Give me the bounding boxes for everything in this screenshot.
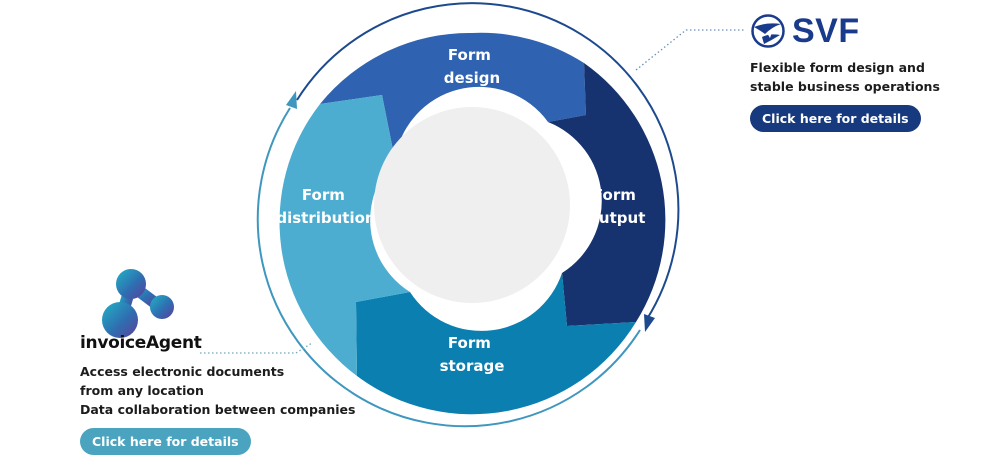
label-form-storage-line2: storage bbox=[440, 357, 505, 375]
svf-details-button[interactable]: Click here for details bbox=[750, 105, 921, 132]
segment-form-distribution[interactable] bbox=[279, 95, 410, 376]
segment-form-output[interactable] bbox=[548, 63, 666, 326]
label-form-design-line1: Form bbox=[448, 46, 491, 64]
invoiceagent-description-line2: from any location bbox=[80, 383, 204, 398]
connector-svf bbox=[635, 29, 744, 71]
svf-description-line1: Flexible form design and bbox=[750, 60, 925, 75]
cycle-arrow-bottom-left bbox=[256, 107, 641, 428]
svf-logo: SVF bbox=[750, 12, 980, 50]
invoiceagent-description-line1: Access electronic documents bbox=[80, 364, 285, 379]
svf-callout: SVF Flexible form design and stable busi… bbox=[750, 12, 980, 132]
connector-invoiceagent bbox=[200, 342, 313, 354]
invoiceagent-wordmark: invoiceAgent bbox=[80, 333, 202, 353]
svf-description: Flexible form design and stable business… bbox=[750, 58, 980, 96]
segment-form-storage[interactable] bbox=[356, 273, 636, 415]
segment-form-design[interactable] bbox=[320, 32, 586, 160]
invoiceagent-details-button[interactable]: Click here for details bbox=[80, 428, 251, 455]
label-form-output: Form output bbox=[589, 186, 646, 227]
label-form-distribution-line2: distribution bbox=[276, 209, 375, 227]
svf-wordmark: SVF bbox=[792, 12, 860, 50]
label-form-design-line2: design bbox=[444, 69, 500, 87]
svf-globe-icon bbox=[751, 14, 785, 48]
invoiceagent-description: Access electronic documents from any loc… bbox=[80, 362, 380, 419]
center-hub bbox=[374, 107, 570, 303]
label-form-design: Form design bbox=[444, 46, 500, 87]
cycle-arrow-top-right bbox=[296, 2, 680, 320]
label-form-distribution-line1: Form bbox=[302, 186, 345, 204]
label-form-storage-line1: Form bbox=[448, 334, 491, 352]
svf-description-line2: stable business operations bbox=[750, 79, 940, 94]
invoiceagent-description-line3: Data collaboration between companies bbox=[80, 402, 356, 417]
label-form-distribution: Form distribution bbox=[276, 186, 375, 227]
label-form-output-line2: output bbox=[589, 209, 646, 227]
label-form-output-line1: Form bbox=[593, 186, 636, 204]
cycle-arrowhead-right bbox=[644, 314, 655, 332]
invoiceagent-logo-spacer bbox=[80, 262, 380, 332]
invoiceagent-logo-icon bbox=[102, 269, 174, 338]
cycle-arrowhead-left bbox=[286, 91, 297, 109]
label-form-storage: Form storage bbox=[440, 334, 505, 375]
invoiceagent-callout: invoiceAgent Access electronic documents… bbox=[80, 262, 380, 455]
